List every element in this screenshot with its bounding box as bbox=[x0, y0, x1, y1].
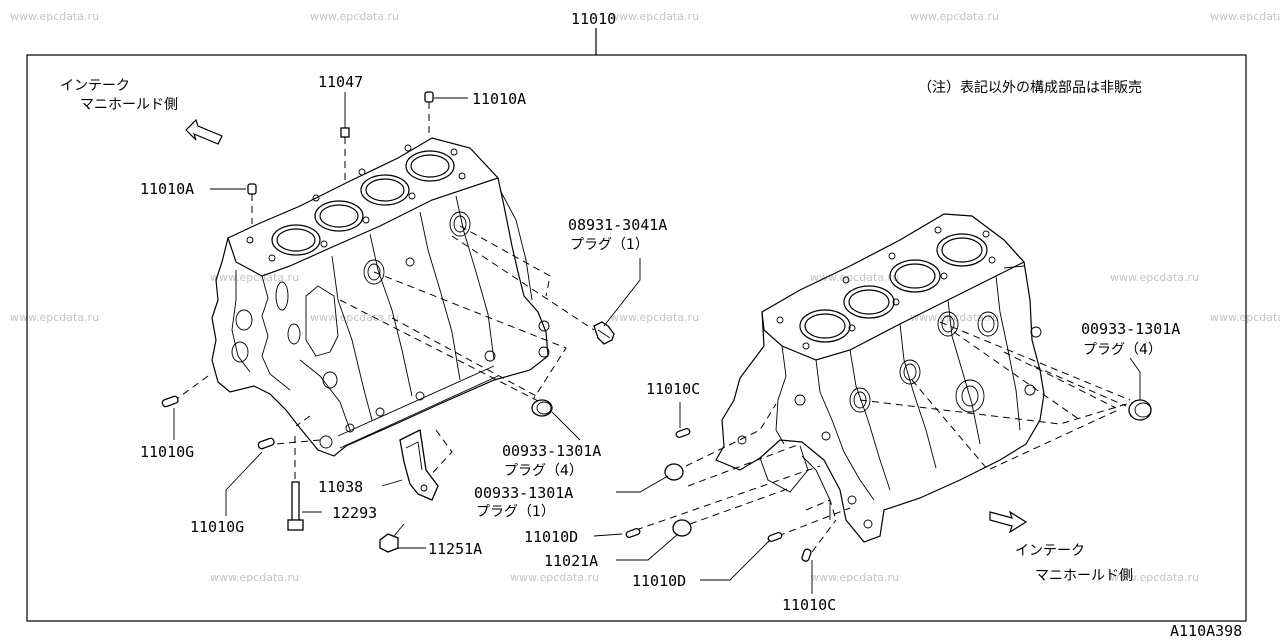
diagram-code: A110A398 bbox=[1170, 622, 1242, 640]
dowel-11010g-upper bbox=[161, 395, 179, 408]
callout-11010c-lower: 11010C bbox=[782, 596, 836, 614]
callout-labels: 11047 11010A 11010A 08931-3041A プラグ（1） 0… bbox=[140, 73, 1180, 614]
arrow-upleft-icon bbox=[185, 118, 223, 145]
engine-block-right bbox=[715, 213, 1045, 543]
callout-08931-sub: プラグ（1） bbox=[570, 237, 649, 253]
direction-label-left-line1: インテーク bbox=[60, 78, 130, 94]
small-parts bbox=[161, 91, 1152, 562]
direction-label-right-line1: インテーク bbox=[1015, 543, 1085, 559]
watermark: www.epcdata.ru bbox=[210, 271, 299, 284]
callout-00933-mid: 00933-1301A bbox=[502, 442, 601, 460]
callout-11038: 11038 bbox=[318, 478, 363, 496]
watermark: www.epcdata.ru bbox=[610, 311, 699, 324]
direction-label-right: インテーク マニホールド側 bbox=[1015, 543, 1133, 584]
watermark: www.epcdata.ru bbox=[10, 311, 99, 324]
main-part-number: 11010 bbox=[571, 10, 616, 28]
watermark: www.epcdata.ru bbox=[1210, 10, 1280, 23]
callout-11251a: 11251A bbox=[428, 540, 482, 558]
arrow-downright-icon bbox=[989, 510, 1028, 534]
callout-00933-low: 00933-1301A bbox=[474, 484, 573, 502]
dowel-11010d-lower bbox=[767, 531, 783, 543]
callout-08931: 08931-3041A bbox=[568, 216, 667, 234]
dowel-11010a-top bbox=[424, 91, 434, 134]
diagram-frame bbox=[26, 54, 1247, 622]
callout-11010d-lower: 11010D bbox=[632, 572, 686, 590]
bolt-12293 bbox=[287, 436, 304, 531]
leader-lines bbox=[173, 92, 1141, 594]
guide-lines-right bbox=[635, 321, 1141, 553]
plug-00933-mid bbox=[531, 399, 553, 417]
plug-00933-right bbox=[1128, 399, 1152, 421]
plug-08931 bbox=[593, 321, 615, 345]
callout-00933-right: 00933-1301A bbox=[1081, 320, 1180, 338]
dowel-11010c-lower bbox=[801, 548, 812, 562]
plug-11047 bbox=[340, 127, 350, 182]
dowel-11010a-left bbox=[247, 183, 257, 224]
dowel-11010c-upper bbox=[675, 427, 691, 439]
watermark: www.epcdata.ru bbox=[210, 571, 299, 584]
watermark: www.epcdata.ru bbox=[10, 10, 99, 23]
callout-11010d-upper: 11010D bbox=[524, 528, 578, 546]
watermark: www.epcdata.ru bbox=[610, 10, 699, 23]
callout-11010g-upper: 11010G bbox=[140, 443, 194, 461]
watermark: www.epcdata.ru bbox=[310, 10, 399, 23]
watermark: www.epcdata.ru bbox=[1210, 311, 1280, 324]
dowel-11010g-lower bbox=[257, 437, 275, 450]
watermark: www.epcdata.ru bbox=[510, 571, 599, 584]
watermarks: www.epcdata.ru www.epcdata.ru www.epcdat… bbox=[10, 10, 1280, 584]
direction-label-left: インテーク マニホールド側 bbox=[60, 78, 178, 113]
dowel-11010d-upper bbox=[625, 527, 641, 539]
watermark: www.epcdata.ru bbox=[910, 10, 999, 23]
bracket-11038 bbox=[399, 429, 439, 501]
callout-12293: 12293 bbox=[332, 504, 377, 522]
direction-label-left-line2: マニホールド側 bbox=[80, 97, 178, 113]
callout-11010a-top: 11010A bbox=[472, 90, 526, 108]
watermark: www.epcdata.ru bbox=[810, 271, 899, 284]
watermark: www.epcdata.ru bbox=[1110, 571, 1199, 584]
plug-11021a bbox=[672, 519, 692, 537]
watermark: www.epcdata.ru bbox=[910, 311, 999, 324]
callout-11010c-upper: 11010C bbox=[646, 380, 700, 398]
callout-11010a-left: 11010A bbox=[140, 180, 194, 198]
callout-00933-right-sub: プラグ（4） bbox=[1083, 342, 1162, 358]
engine-block-left bbox=[211, 137, 550, 457]
plug-00933-low bbox=[664, 463, 684, 481]
watermark: www.epcdata.ru bbox=[810, 571, 899, 584]
callout-00933-mid-sub: プラグ（4） bbox=[504, 463, 583, 479]
watermark: www.epcdata.ru bbox=[310, 311, 399, 324]
direction-label-right-line2: マニホールド側 bbox=[1035, 568, 1133, 584]
watermark: www.epcdata.ru bbox=[1110, 271, 1199, 284]
callout-11010g-lower: 11010G bbox=[190, 518, 244, 536]
callout-00933-low-sub: プラグ（1） bbox=[476, 504, 555, 520]
callout-11021a: 11021A bbox=[544, 552, 598, 570]
note-text: （注）表記以外の構成部品は非販売 bbox=[918, 79, 1142, 96]
callout-11047: 11047 bbox=[318, 73, 363, 91]
